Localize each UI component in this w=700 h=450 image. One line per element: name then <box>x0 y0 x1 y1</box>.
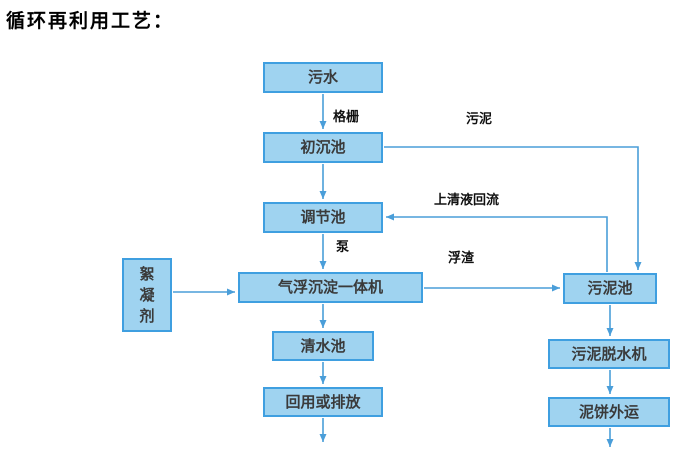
edge-label-sludge: 污泥 <box>466 112 493 127</box>
node-wastewater: 污水 <box>263 62 383 93</box>
node-clean-water-tank: 清水池 <box>272 331 374 361</box>
node-flocculant: 絮凝剂 <box>122 258 172 332</box>
arrow-primary-to-sludgetank-sludge <box>384 146 642 270</box>
node-flotation-sedimentation-unit: 气浮沉淀一体机 <box>238 272 423 303</box>
node-mud-cake-transport: 泥饼外运 <box>548 397 670 427</box>
edge-label-pump: 泵 <box>336 240 350 255</box>
node-regulation-tank: 调节池 <box>263 202 383 233</box>
edge-label-screen: 格栅 <box>333 110 360 125</box>
node-reuse-or-discharge: 回用或排放 <box>263 387 383 417</box>
node-primary-sedimentation-tank: 初沉池 <box>263 132 383 163</box>
edge-label-scum: 浮渣 <box>448 251 475 266</box>
node-sludge-tank: 污泥池 <box>563 273 657 304</box>
edge-label-supernatant-return: 上清液回流 <box>434 193 500 208</box>
page-title: 循环再利用工艺： <box>6 10 175 32</box>
arrow-sludgetank-to-regulation-supernatant <box>386 213 608 272</box>
node-sludge-dewatering-machine: 污泥脱水机 <box>548 339 670 369</box>
